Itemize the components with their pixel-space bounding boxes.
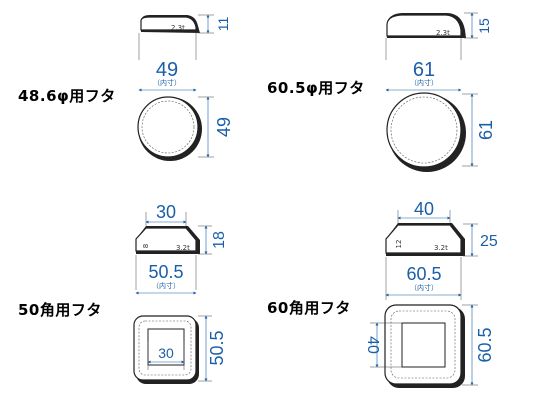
- inner-width-label: 30: [158, 345, 174, 361]
- part-50-square-cap: 30 8 3.2t 18 50.5 （内寸） 50角用フタ 3: [18, 202, 228, 384]
- side-view: 12 3.2t 25: [385, 223, 498, 300]
- side-height-label: 18: [211, 231, 228, 249]
- inner-height-label: 8: [142, 244, 150, 248]
- height-label: 61: [476, 120, 496, 140]
- top-view-circle: 61: [386, 92, 496, 172]
- side-view: 2.3t 11: [138, 14, 231, 60]
- side-view: 8 3.2t 18: [135, 225, 228, 290]
- thickness-label: 3.2t: [434, 244, 448, 252]
- top-view-square: 30 50.5: [133, 315, 227, 384]
- side-top-width-label: 30: [156, 202, 176, 222]
- thickness-label: 3.2t: [176, 244, 190, 252]
- part-60-square-cap: 40 12 3.2t 25 60.5 （内寸） 60角用フタ: [267, 199, 498, 388]
- part-title: 60角用フタ: [267, 299, 351, 317]
- side-height-label: 15: [476, 18, 492, 34]
- part-title: 60.5φ用フタ: [267, 79, 365, 97]
- side-top-width-label: 40: [414, 199, 434, 219]
- inner-height-label: 40: [364, 336, 381, 354]
- side-height-label: 25: [480, 233, 498, 250]
- inner-note: （内寸）: [152, 281, 180, 290]
- part-title: 50角用フタ: [18, 301, 102, 319]
- height-label: 60.5: [475, 327, 495, 362]
- inner-note: （内寸）: [410, 283, 438, 292]
- thickness-label: 2.3t: [436, 29, 450, 37]
- inner-note: （内寸）: [153, 78, 181, 87]
- thickness-label: 2.3t: [171, 24, 185, 32]
- side-view: 2.3t 15: [385, 12, 492, 60]
- top-view-circle: 49: [137, 96, 234, 161]
- part-60-5-round-cap: 2.3t 15 61 （内寸） 60.5φ用フタ 61: [267, 12, 496, 172]
- width-label: 49: [156, 59, 178, 81]
- inner-height-label: 12: [395, 240, 403, 249]
- width-label: 61: [413, 59, 435, 81]
- inner-note: （内寸）: [410, 78, 438, 87]
- height-label: 49: [214, 117, 234, 137]
- height-label: 50.5: [207, 330, 227, 365]
- part-48-6-round-cap: 2.3t 11 49 （内寸） 48.6φ用フタ 49: [18, 14, 234, 161]
- side-height-label: 11: [215, 17, 231, 32]
- width-label: 60.5: [406, 264, 441, 284]
- width-label: 50.5: [148, 262, 183, 282]
- top-view-square: 40 60.5: [364, 304, 495, 388]
- part-title: 48.6φ用フタ: [18, 87, 116, 105]
